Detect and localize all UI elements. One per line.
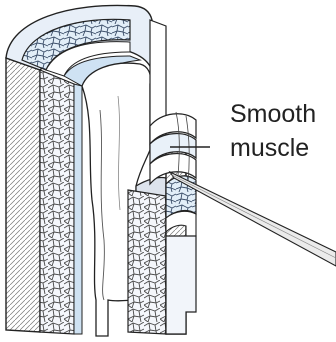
smooth-label-line2: muscle xyxy=(230,134,309,162)
base-plinth xyxy=(166,236,196,334)
smooth-label-line1: Smooth xyxy=(230,100,316,128)
